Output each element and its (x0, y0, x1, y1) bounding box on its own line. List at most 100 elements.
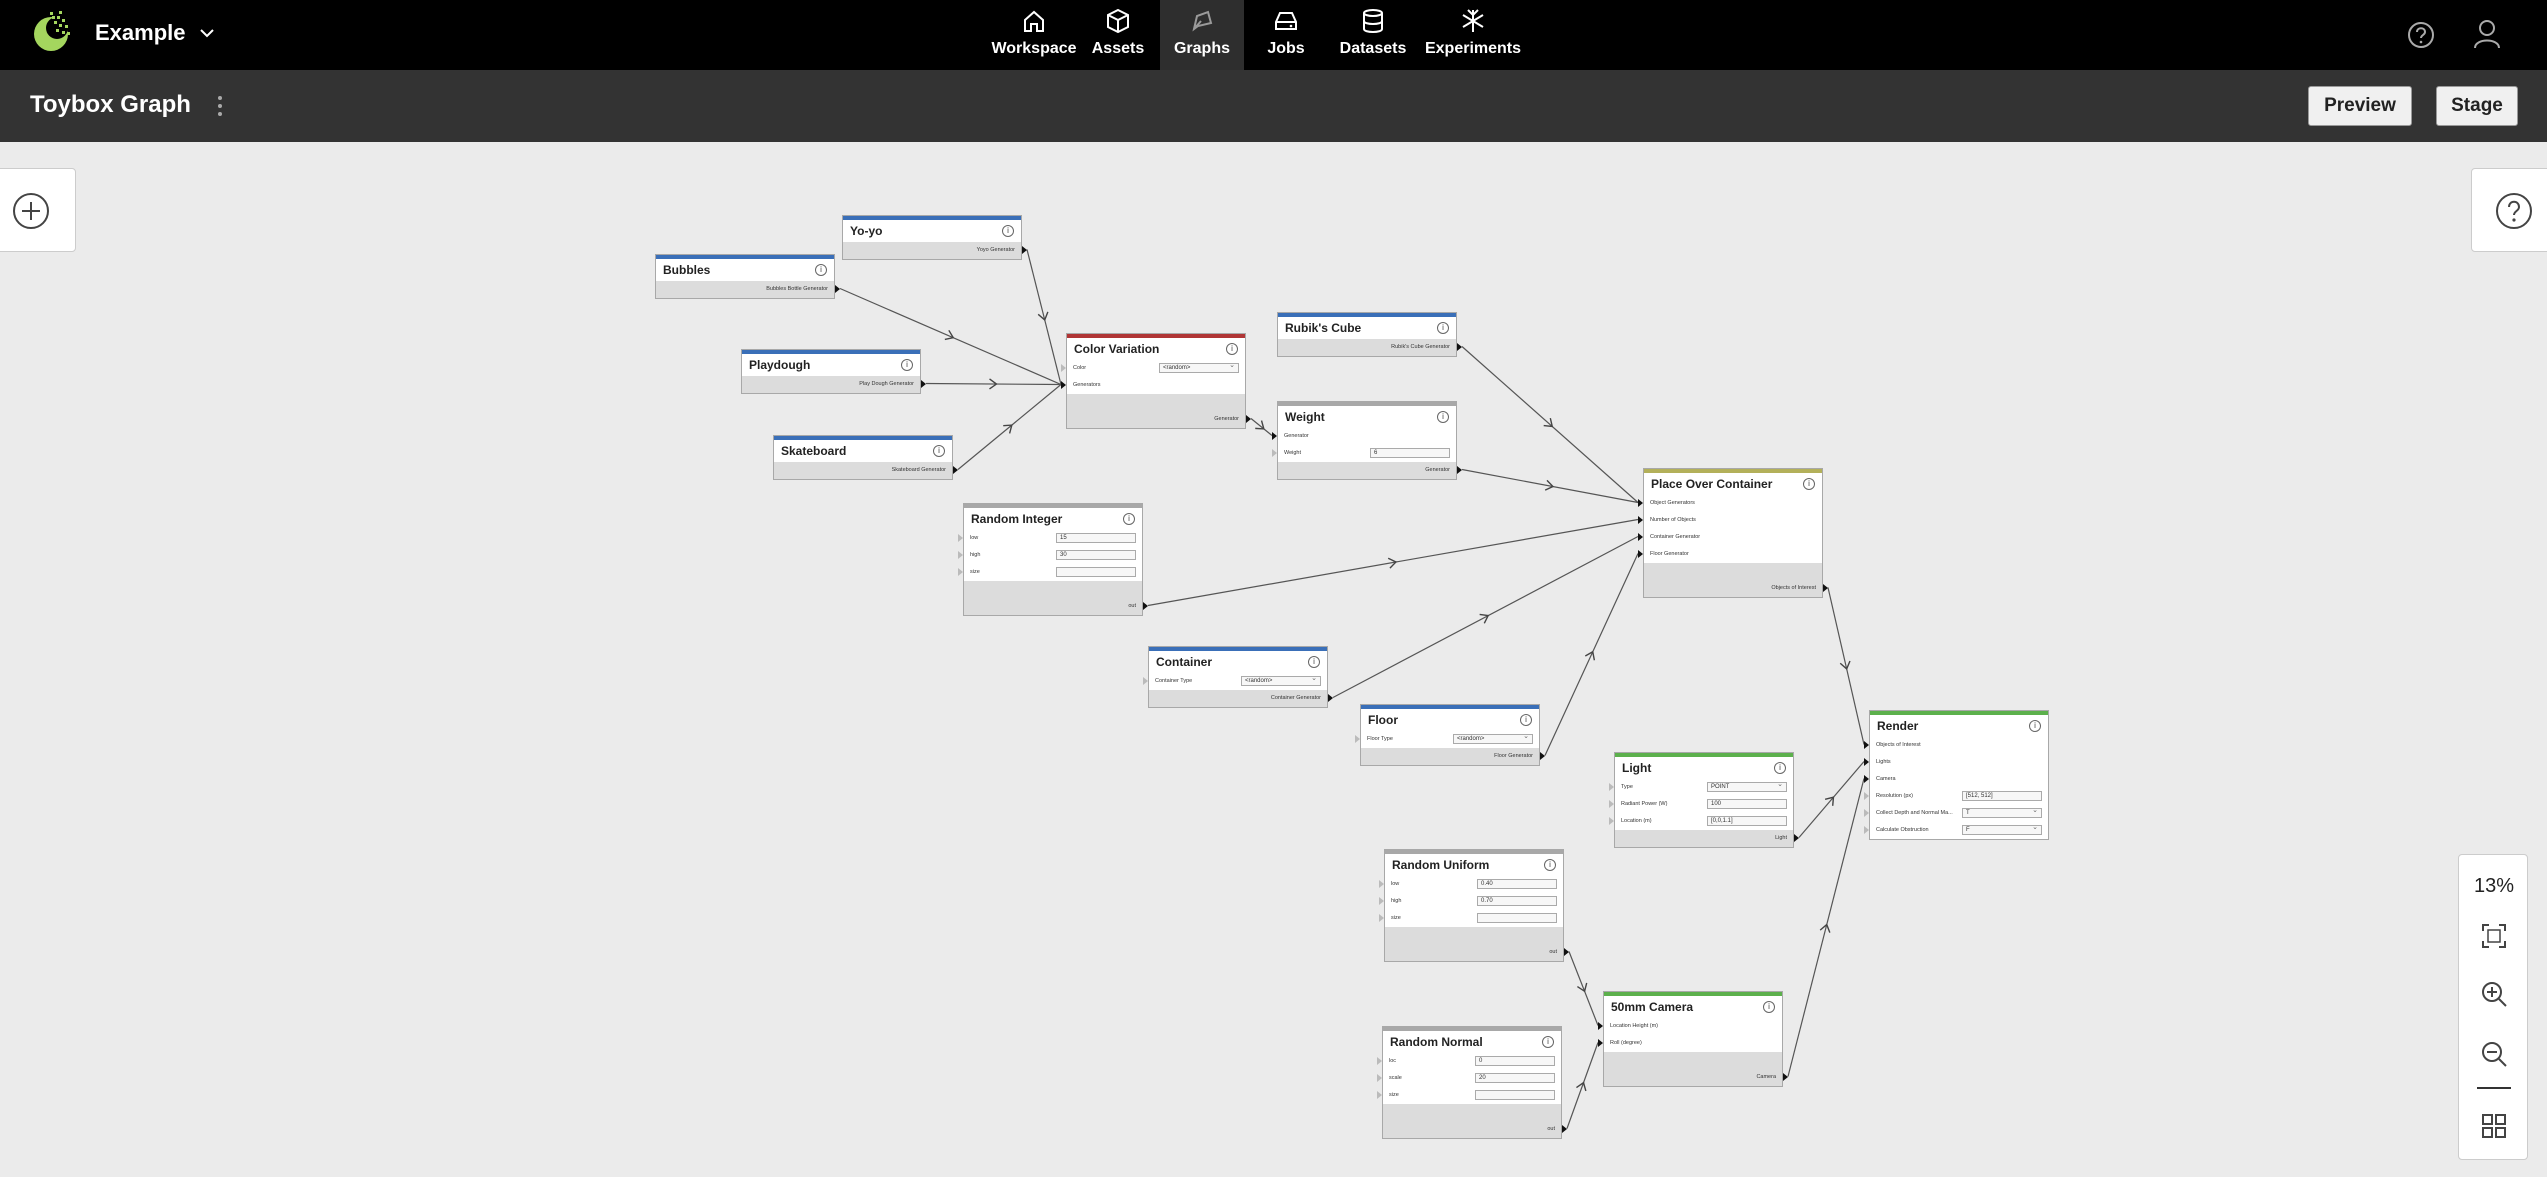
port-value-input[interactable]: 15 (1056, 533, 1136, 543)
input-port-icon[interactable] (1377, 1091, 1382, 1099)
input-port-icon[interactable] (1609, 783, 1614, 791)
info-icon[interactable]: i (1520, 714, 1532, 726)
add-node-button[interactable] (0, 168, 76, 252)
edge-place-to-render[interactable] (1827, 587, 1865, 745)
node-output-port[interactable]: Skateboard Generator (774, 462, 958, 479)
more-vertical-icon[interactable] (212, 92, 228, 120)
info-icon[interactable]: i (1774, 762, 1786, 774)
input-port-icon[interactable] (1272, 432, 1277, 440)
info-icon[interactable]: i (1803, 478, 1815, 490)
input-port-icon[interactable] (1864, 758, 1869, 766)
port-value-input[interactable]: [512, 512] (1962, 791, 2042, 801)
node-light[interactable]: LightiTypePOINTRadiant Power (W)100Locat… (1609, 752, 1799, 848)
node-output-port[interactable]: Container Generator (1149, 690, 1333, 707)
input-port-icon[interactable] (1864, 809, 1869, 817)
edge-rubik-to-place[interactable] (1461, 346, 1639, 503)
node-input-port[interactable]: Object Generators (1638, 495, 1822, 512)
input-port-icon[interactable] (958, 534, 963, 542)
node-input-port[interactable]: Collect Depth and Normal Ma...T (1864, 805, 2048, 822)
node-input-port[interactable]: Color<random> (1061, 360, 1245, 377)
edge-bubbles-to-color[interactable] (839, 287, 1062, 386)
info-icon[interactable]: i (1763, 1001, 1775, 1013)
node-input-port[interactable]: size (1377, 1087, 1561, 1104)
port-value-input[interactable] (1475, 1090, 1555, 1100)
input-port-icon[interactable] (1864, 826, 1869, 834)
node-input-port[interactable]: Roll (degree) (1598, 1035, 1782, 1052)
edge-playdough-to-color[interactable] (925, 382, 1062, 386)
edge-randint-to-place[interactable] (1147, 518, 1639, 607)
input-port-icon[interactable] (1609, 817, 1614, 825)
input-port-icon[interactable] (1609, 800, 1614, 808)
node-input-port[interactable]: Objects of Interest (1864, 737, 2048, 754)
nav-assets[interactable]: Assets (1076, 0, 1160, 70)
port-select[interactable]: T (1962, 808, 2042, 818)
edge-floor-to-place[interactable] (1544, 553, 1639, 756)
node-input-port[interactable]: size (958, 564, 1142, 581)
node-input-port[interactable]: Floor Generator (1638, 546, 1822, 563)
user-icon[interactable] (2472, 18, 2502, 50)
output-port-icon[interactable] (1823, 584, 1828, 592)
info-icon[interactable]: i (815, 264, 827, 276)
output-port-icon[interactable] (1328, 694, 1333, 702)
output-port-icon[interactable] (1794, 834, 1799, 842)
output-port-icon[interactable] (1564, 948, 1569, 956)
node-input-port[interactable]: Resolution (px)[512, 512] (1864, 788, 2048, 805)
output-port-icon[interactable] (921, 380, 926, 388)
graph-help-button[interactable] (2471, 168, 2547, 252)
edge-color-to-weight[interactable] (1250, 418, 1273, 436)
output-port-icon[interactable] (1022, 246, 1027, 254)
output-port-icon[interactable] (1246, 415, 1251, 423)
port-select[interactable]: <random> (1453, 734, 1533, 744)
input-port-icon[interactable] (1638, 499, 1643, 507)
workspace-name[interactable]: Example (95, 20, 186, 45)
input-port-icon[interactable] (1355, 735, 1360, 743)
info-icon[interactable]: i (933, 445, 945, 457)
input-port-icon[interactable] (1377, 1057, 1382, 1065)
help-icon[interactable] (2406, 20, 2436, 50)
port-value-input[interactable]: 30 (1056, 550, 1136, 560)
port-value-input[interactable]: 0.40 (1477, 879, 1557, 889)
node-input-port[interactable]: Radiant Power (W)100 (1609, 796, 1793, 813)
port-value-input[interactable] (1056, 567, 1136, 577)
port-value-input[interactable]: 6 (1370, 448, 1450, 458)
input-port-icon[interactable] (1377, 1074, 1382, 1082)
info-icon[interactable]: i (1544, 859, 1556, 871)
nav-graphs[interactable]: Graphs (1160, 0, 1244, 70)
port-select[interactable]: POINT (1707, 782, 1787, 792)
zoom-in-icon[interactable] (2479, 979, 2509, 1009)
nav-workspace[interactable]: Workspace (991, 0, 1077, 70)
input-port-icon[interactable] (958, 551, 963, 559)
input-port-icon[interactable] (1061, 364, 1066, 372)
input-port-icon[interactable] (1638, 533, 1643, 541)
info-icon[interactable]: i (1542, 1036, 1554, 1048)
edge-camera-to-render[interactable] (1787, 778, 1865, 1077)
input-port-icon[interactable] (1272, 449, 1277, 457)
input-port-icon[interactable] (958, 568, 963, 576)
input-port-icon[interactable] (1598, 1022, 1603, 1030)
port-value-input[interactable]: 100 (1707, 799, 1787, 809)
node-input-port[interactable]: Generator (1272, 428, 1456, 445)
nav-experiments[interactable]: Experiments (1418, 0, 1528, 70)
edge-skateboard-to-color[interactable] (957, 384, 1062, 470)
info-icon[interactable]: i (1002, 225, 1014, 237)
node-output-port[interactable]: Rubik's Cube Generator (1278, 339, 1462, 356)
edge-container-to-place[interactable] (1332, 535, 1639, 699)
